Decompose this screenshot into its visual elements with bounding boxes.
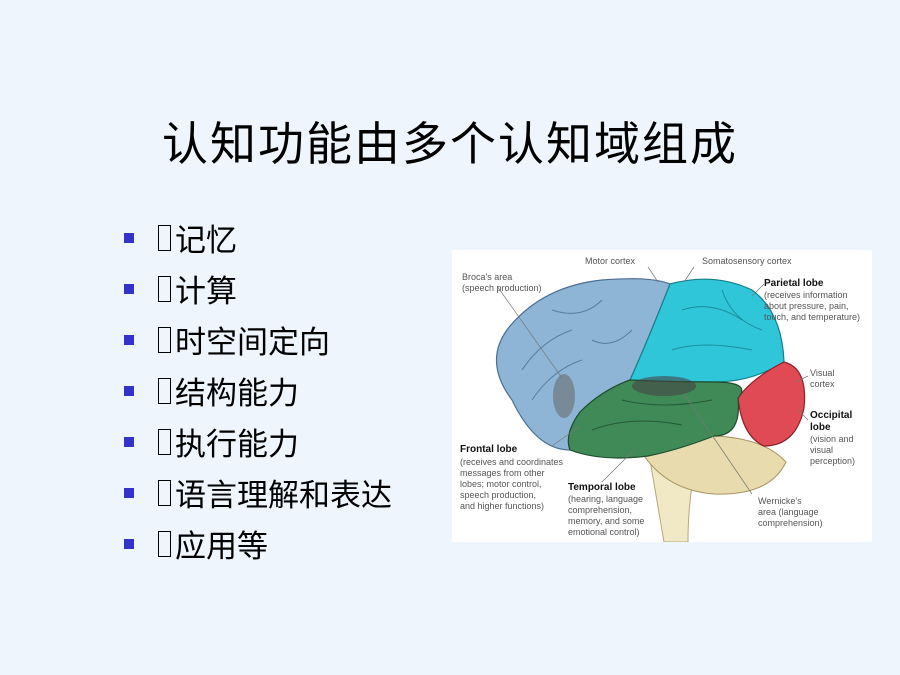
bullet-text: 计算 (175, 274, 237, 310)
label-frontal-desc-4: speech production, (460, 490, 537, 500)
label-frontal-desc-2: messages from other (460, 468, 545, 478)
label-temporal-desc-4: emotional control) (568, 527, 640, 537)
bullet-text: 应用等 (175, 529, 268, 565)
label-frontal-desc-3: lobes; motor control, (460, 479, 542, 489)
label-occipital-desc-1: (vision and (810, 434, 854, 444)
missing-glyph-icon (158, 479, 171, 506)
label-temporal-desc-3: memory, and some (568, 516, 645, 526)
cerebellum (637, 435, 787, 495)
wernicke-area-marker (632, 376, 696, 396)
leader-lines (496, 266, 809, 495)
label-motor-cortex: Motor cortex (585, 256, 636, 266)
label-occipital-desc-3: perception) (810, 456, 856, 466)
label-parietal-desc-2: about pressure, pain, (764, 301, 849, 311)
missing-glyph-icon (158, 224, 171, 251)
label-parietal-desc-3: touch, and temperature) (764, 312, 861, 322)
label-frontal-lobe: Frontal lobe (460, 444, 518, 455)
broca-area-marker (553, 374, 575, 418)
bullet-item: 执行能力 (124, 416, 392, 467)
slide-title: 认知功能由多个认知域组成 (162, 117, 738, 171)
bullet-list: 记忆 计算 时空间定向 结构能力 执行能力 语言理解和表达 应用等 (124, 212, 392, 569)
frontal-gyri (521, 299, 633, 401)
label-parietal-lobe: Parietal lobe (764, 278, 824, 289)
bullet-item: 语言理解和表达 (124, 467, 392, 518)
label-frontal-desc-5: and higher functions) (460, 501, 545, 511)
bullet-item: 计算 (124, 263, 392, 314)
label-visual-cortex-1: Visual (810, 368, 835, 378)
bullet-square-icon (124, 487, 134, 498)
bullet-item: 应用等 (124, 518, 392, 569)
bullet-square-icon (124, 334, 134, 345)
label-parietal-desc-1: (receives information (764, 290, 848, 300)
label-wernicke-2: area (language (758, 507, 819, 517)
bullet-square-icon (124, 538, 134, 549)
occipital-lobe (737, 361, 806, 447)
label-temporal-desc-1: (hearing, language (568, 494, 644, 504)
bullet-item: 记忆 (124, 212, 392, 263)
label-temporal-lobe: Temporal lobe (568, 482, 636, 493)
label-temporal-desc-2: comprehension, (568, 505, 633, 515)
label-frontal-desc-1: (receives and coordinates (460, 457, 564, 467)
missing-glyph-icon (158, 428, 171, 455)
bullet-text: 结构能力 (175, 376, 299, 412)
label-somatosensory-cortex: Somatosensory cortex (702, 256, 792, 266)
bullet-text: 语言理解和表达 (175, 478, 392, 514)
bullet-square-icon (124, 283, 134, 294)
brain-illustration (495, 266, 809, 542)
label-wernicke-1: Wernicke's (758, 496, 802, 506)
bullet-text: 记忆 (175, 223, 237, 259)
parietal-gyri (671, 289, 763, 351)
missing-glyph-icon (158, 530, 171, 557)
missing-glyph-icon (158, 326, 171, 353)
brain-diagram: Motor cortex Somatosensory cortex Broca'… (452, 250, 872, 542)
label-broca-area: Broca's area (462, 272, 513, 282)
label-wernicke-3: comprehension) (758, 518, 823, 528)
label-occipital-desc-2: visual (810, 445, 834, 455)
missing-glyph-icon (158, 377, 171, 404)
label-occipital-lobe-1: Occipital (810, 410, 853, 421)
parietal-lobe (629, 278, 785, 383)
bullet-square-icon (124, 385, 134, 396)
label-broca-desc: (speech production) (462, 283, 542, 293)
bullet-item: 结构能力 (124, 365, 392, 416)
label-visual-cortex-2: cortex (810, 379, 835, 389)
bullet-square-icon (124, 232, 134, 243)
bullet-text: 时空间定向 (175, 325, 330, 361)
bullet-text: 执行能力 (175, 427, 299, 463)
bullet-item: 时空间定向 (124, 314, 392, 365)
label-occipital-lobe-2: lobe (810, 422, 831, 433)
missing-glyph-icon (158, 275, 171, 302)
temporal-gyri (591, 399, 713, 431)
bullet-square-icon (124, 436, 134, 447)
